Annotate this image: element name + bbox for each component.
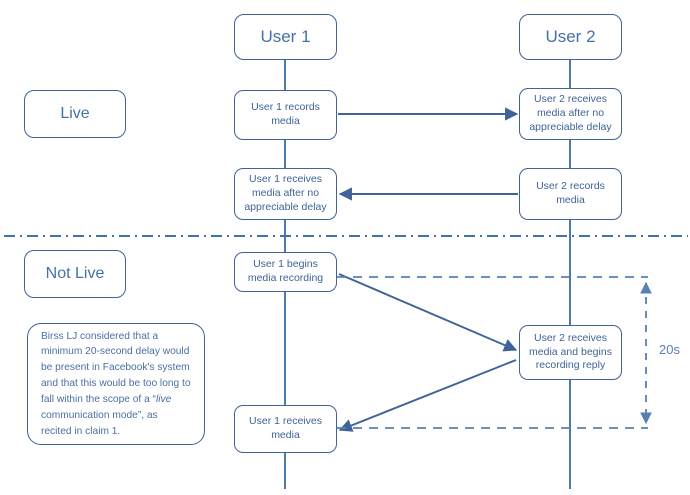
step-user1-receives-no-delay-label: User 1 receives media after no appreciab… xyxy=(244,173,327,213)
step-user1-records-media[interactable]: User 1 records media xyxy=(234,90,337,140)
step-user2-receives-no-delay-label: User 2 receives media after no appreciab… xyxy=(529,93,612,133)
lifeline-header-user-1[interactable]: User 1 xyxy=(234,14,337,60)
commentary-note-text: Birss LJ considered that a minimum 20-se… xyxy=(41,330,191,437)
measure-label-20s: 20s xyxy=(659,342,680,357)
step-user1-begins-media-recording-label: User 1 begins media recording xyxy=(247,258,324,284)
step-user2-receives-and-begins-reply[interactable]: User 2 receives media and begins recordi… xyxy=(519,325,622,380)
phase-label-live[interactable]: Live xyxy=(24,90,126,138)
commentary-note[interactable]: Birss LJ considered that a minimum 20-se… xyxy=(27,323,205,445)
step-user2-receives-and-begins-reply-label: User 2 receives media and begins recordi… xyxy=(529,331,612,372)
lifeline-header-user-2-label: User 2 xyxy=(545,26,596,46)
phase-label-live-text: Live xyxy=(60,105,90,123)
measure-label-20s-text: 20s xyxy=(659,342,680,357)
lifeline-header-user-1-label: User 1 xyxy=(260,26,311,46)
step-user2-records-media-label: User 2 records media xyxy=(536,180,605,206)
lifeline-header-user-2[interactable]: User 2 xyxy=(519,14,622,60)
step-user1-receives-media-label: User 1 receives media xyxy=(249,415,322,441)
step-user2-records-media[interactable]: User 2 records media xyxy=(519,168,622,220)
step-user1-records-media-label: User 1 records media xyxy=(251,101,320,127)
step-user1-receives-no-delay[interactable]: User 1 receives media after no appreciab… xyxy=(234,168,337,220)
step-user1-begins-media-recording[interactable]: User 1 begins media recording xyxy=(234,252,337,292)
step-user2-receives-no-delay[interactable]: User 2 receives media after no appreciab… xyxy=(519,88,622,140)
arrow-user1-begins-to-user2-receives xyxy=(338,273,518,352)
step-user1-receives-media[interactable]: User 1 receives media xyxy=(234,405,337,453)
phase-label-not-live-text: Not Live xyxy=(45,265,105,283)
phase-label-not-live[interactable]: Not Live xyxy=(24,250,126,298)
arrow-user2-reply-to-user1-receives xyxy=(338,359,517,432)
